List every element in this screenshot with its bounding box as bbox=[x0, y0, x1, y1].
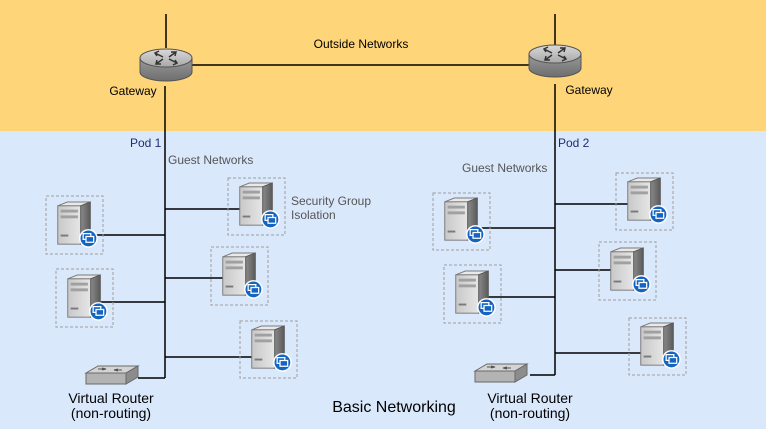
vm-frame-p1-d bbox=[210, 246, 269, 306]
vm-frame-p1-b bbox=[227, 177, 286, 236]
router-icon bbox=[139, 48, 193, 82]
pod1-label: Pod 1 bbox=[130, 136, 162, 150]
switch-icon bbox=[85, 365, 139, 385]
virtual-router-label-pod2: Virtual Router bbox=[487, 390, 573, 406]
guest-networks-label-pod1: Guest Networks bbox=[168, 153, 253, 167]
gateway-left-label: Gateway bbox=[109, 84, 156, 98]
router-icon bbox=[528, 44, 582, 78]
vm-frame-p1-e bbox=[239, 320, 298, 379]
vm-frame-p2-c bbox=[443, 264, 502, 324]
basic-networking-title: Basic Networking bbox=[332, 399, 456, 416]
isolation-label: Isolation bbox=[291, 208, 336, 222]
outside-networks-label: Outside Networks bbox=[314, 37, 409, 51]
vm-frames bbox=[45, 172, 687, 379]
pod2-label: Pod 2 bbox=[558, 136, 590, 150]
security-group-label: Security Group bbox=[291, 194, 371, 208]
vm-frame-p2-b bbox=[615, 172, 674, 231]
virtual-router-label-pod1: Virtual Router bbox=[68, 390, 154, 406]
non-routing-label-pod2: (non-routing) bbox=[490, 405, 570, 421]
vm-frame-p1-a bbox=[45, 195, 104, 255]
gateway-right-label: Gateway bbox=[565, 83, 612, 97]
guest-networks-label-pod2: Guest Networks bbox=[462, 161, 547, 175]
vm-frame-p2-a bbox=[432, 192, 491, 251]
network-links bbox=[86, 14, 643, 379]
non-routing-label-pod1: (non-routing) bbox=[71, 405, 151, 421]
vm-frame-p2-e bbox=[628, 317, 687, 376]
vm-frame-p1-c bbox=[55, 268, 114, 328]
vm-frame-p2-d bbox=[598, 241, 657, 301]
switch-icon bbox=[474, 363, 528, 383]
